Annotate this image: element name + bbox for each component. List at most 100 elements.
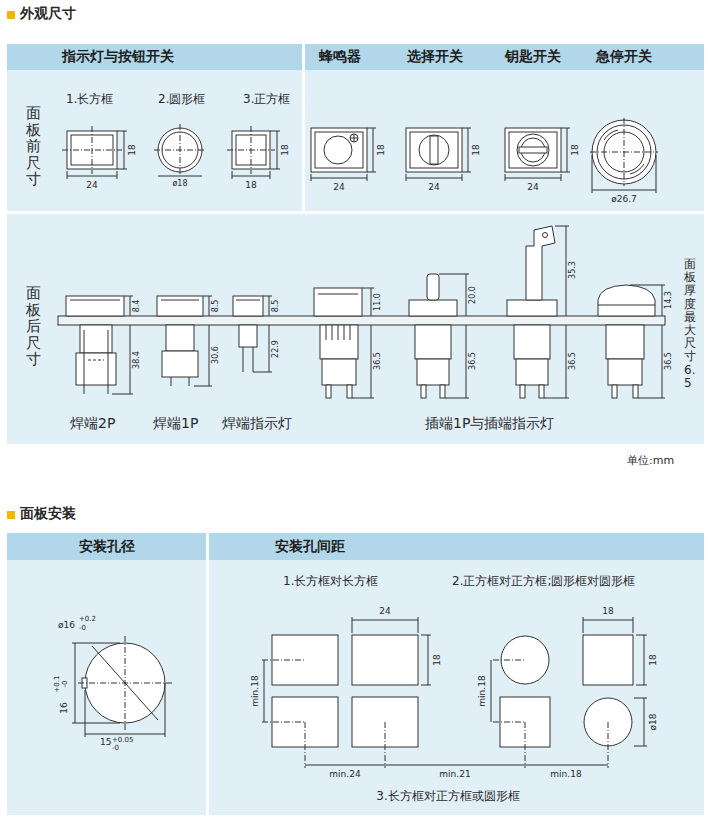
rear-view xyxy=(58,226,665,398)
mounting-drawing xyxy=(352,635,418,685)
rear-view xyxy=(338,325,339,340)
caption-label: 插端1P与插端指示灯 xyxy=(425,415,554,431)
dimension-label: ø16 xyxy=(58,620,75,630)
rear-view xyxy=(606,325,644,359)
dimension-label: 18 xyxy=(602,606,613,616)
dimension-label: min.18 xyxy=(477,675,487,706)
rear-view xyxy=(566,325,567,398)
rear-view xyxy=(445,398,469,399)
rear-view xyxy=(638,398,665,399)
dimension-label: 24 xyxy=(527,182,538,192)
header-cell: 安装孔径 xyxy=(7,533,206,560)
rear-view xyxy=(243,347,244,372)
rear-view xyxy=(526,226,555,300)
mounting-drawing xyxy=(385,722,386,768)
rear-view xyxy=(326,325,327,340)
mounting-drawing xyxy=(165,683,166,737)
header-cell: 指示灯与按钮开关 xyxy=(7,44,302,70)
caption-label: 3.长方框对正方框或圆形框 xyxy=(376,790,519,804)
dimension-label: 8.4 xyxy=(132,300,141,313)
dimension-label: min.18 xyxy=(550,769,581,779)
front-view xyxy=(517,134,549,166)
front-view xyxy=(656,155,657,193)
rear-view xyxy=(171,377,172,386)
dimension-label: 18 xyxy=(376,144,386,155)
rear-view xyxy=(209,325,210,386)
mounting-drawing xyxy=(72,643,120,644)
front-view xyxy=(350,134,358,142)
rear-view xyxy=(322,359,356,385)
dimension-label: 18 xyxy=(280,144,290,155)
panel-ground xyxy=(206,533,209,815)
rear-view xyxy=(209,296,210,316)
caption-label: 焊端指示灯 xyxy=(222,415,292,431)
section-heading: 外观尺寸 xyxy=(20,5,76,21)
panel-ground xyxy=(7,11,704,815)
panel-ground xyxy=(302,44,305,211)
mounting-drawing xyxy=(608,722,609,768)
rear-view xyxy=(409,300,457,316)
rear-view xyxy=(371,288,372,316)
header-cell: 选择开关 xyxy=(375,44,495,70)
dimension-label: 15 xyxy=(100,737,111,747)
rear-view xyxy=(233,296,263,316)
front-view xyxy=(373,128,374,172)
dimension-label: 20.0 xyxy=(468,286,477,304)
mounting-drawing xyxy=(305,765,608,766)
rear-view xyxy=(124,296,133,297)
mounting-drawing xyxy=(644,635,645,685)
front-view xyxy=(324,136,352,164)
mounting-drawing xyxy=(421,635,431,636)
rear-view xyxy=(66,296,124,316)
rear-view xyxy=(539,385,544,398)
rear-view xyxy=(189,377,190,386)
header-cell: 急停开关 xyxy=(571,44,677,70)
front-view xyxy=(270,169,280,170)
front-view xyxy=(604,130,618,140)
caption-label: 焊端2P xyxy=(70,415,115,431)
front-view xyxy=(251,126,252,174)
front-view xyxy=(232,171,233,179)
rear-view xyxy=(253,347,254,372)
mounting-drawing xyxy=(85,690,86,737)
caption-label: 3.正方框 xyxy=(243,93,290,107)
dimension-label: 36.5 xyxy=(468,352,477,370)
rear-view xyxy=(166,325,194,351)
front-view xyxy=(354,134,355,142)
dimension-label: ø18 xyxy=(172,179,187,188)
dimension-label: +0.1 xyxy=(53,676,61,693)
rear-view xyxy=(421,385,426,398)
dimension-label: 18 xyxy=(432,654,442,665)
rear-view xyxy=(347,385,352,398)
dimension-label: -0 xyxy=(79,624,86,632)
front-view xyxy=(315,132,363,168)
front-view xyxy=(367,172,376,173)
rear-view xyxy=(236,300,260,301)
panel-ground xyxy=(7,533,704,560)
rear-view xyxy=(130,325,131,394)
panel-ground xyxy=(7,511,15,519)
front-view xyxy=(67,171,68,179)
mounting-drawing xyxy=(352,620,418,621)
panel-ground xyxy=(7,211,704,214)
rear-view xyxy=(608,359,642,385)
front-view xyxy=(311,128,367,172)
caption-label: 2.圆形框 xyxy=(158,93,205,107)
rear-view xyxy=(350,325,351,340)
mounting-drawing xyxy=(352,617,353,633)
header-text: 选择开关 xyxy=(407,48,463,66)
header-cell: 蜂鸣器 xyxy=(305,44,375,70)
mounting-drawing xyxy=(493,722,525,723)
rear-view xyxy=(415,325,451,359)
rear-view xyxy=(516,359,548,385)
mounting-drawing xyxy=(634,698,647,699)
front-view xyxy=(117,171,118,179)
front-view xyxy=(406,128,462,172)
dimension-label: 36.5 xyxy=(568,352,577,370)
front-view xyxy=(468,128,469,172)
rear-view xyxy=(630,285,665,286)
front-view xyxy=(462,128,471,129)
dimension-label: ø18 xyxy=(648,714,658,731)
mounting-drawing xyxy=(421,685,431,686)
